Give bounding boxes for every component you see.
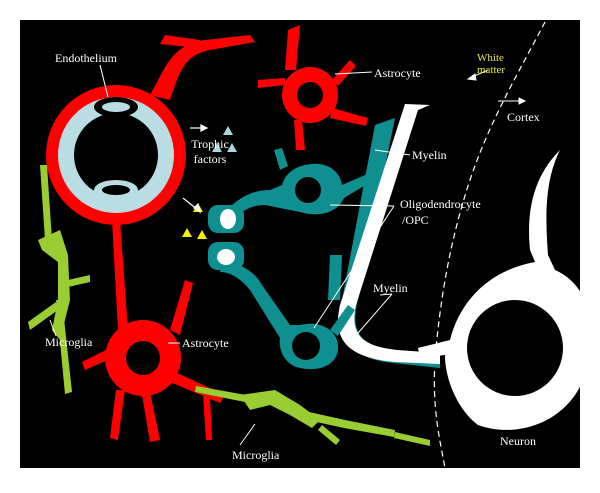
label-astrocyte-bottom: Astrocyte bbox=[182, 336, 229, 350]
microglia-left bbox=[28, 165, 90, 394]
label-white-matter-line2: matter bbox=[477, 64, 505, 76]
label-oligodendrocyte-line2: /OPC bbox=[402, 213, 429, 227]
endothelium bbox=[58, 97, 174, 213]
label-neuron: Neuron bbox=[500, 434, 536, 448]
microglia-bottom bbox=[195, 386, 430, 446]
label-endothelium: Endothelium bbox=[55, 51, 118, 65]
label-microglia-bottom: Microglia bbox=[232, 448, 280, 462]
label-trophic-line2: factors bbox=[194, 152, 227, 166]
label-oligodendrocyte-line1: Oligodendrocyte bbox=[400, 197, 481, 211]
label-microglia-left: Microglia bbox=[45, 335, 93, 349]
label-astrocyte-top: Astrocyte bbox=[374, 66, 421, 80]
trophic-arrows bbox=[182, 124, 209, 214]
myelinated-axon bbox=[338, 104, 440, 364]
label-myelin-bottom: Myelin bbox=[373, 281, 408, 295]
label-leader-lines bbox=[49, 64, 527, 446]
label-cortex: Cortex bbox=[507, 110, 540, 124]
cortex-boundary-dashed-line bbox=[433, 21, 546, 469]
oligodendrocyte-cells bbox=[208, 148, 374, 370]
trophic-factors bbox=[182, 126, 237, 239]
label-white-matter-line1: White bbox=[477, 52, 504, 64]
neuron bbox=[418, 150, 592, 430]
label-myelin-top: Myelin bbox=[412, 148, 447, 162]
neuron-nucleus bbox=[467, 300, 563, 396]
label-trophic-line1: Trophic bbox=[191, 137, 229, 151]
